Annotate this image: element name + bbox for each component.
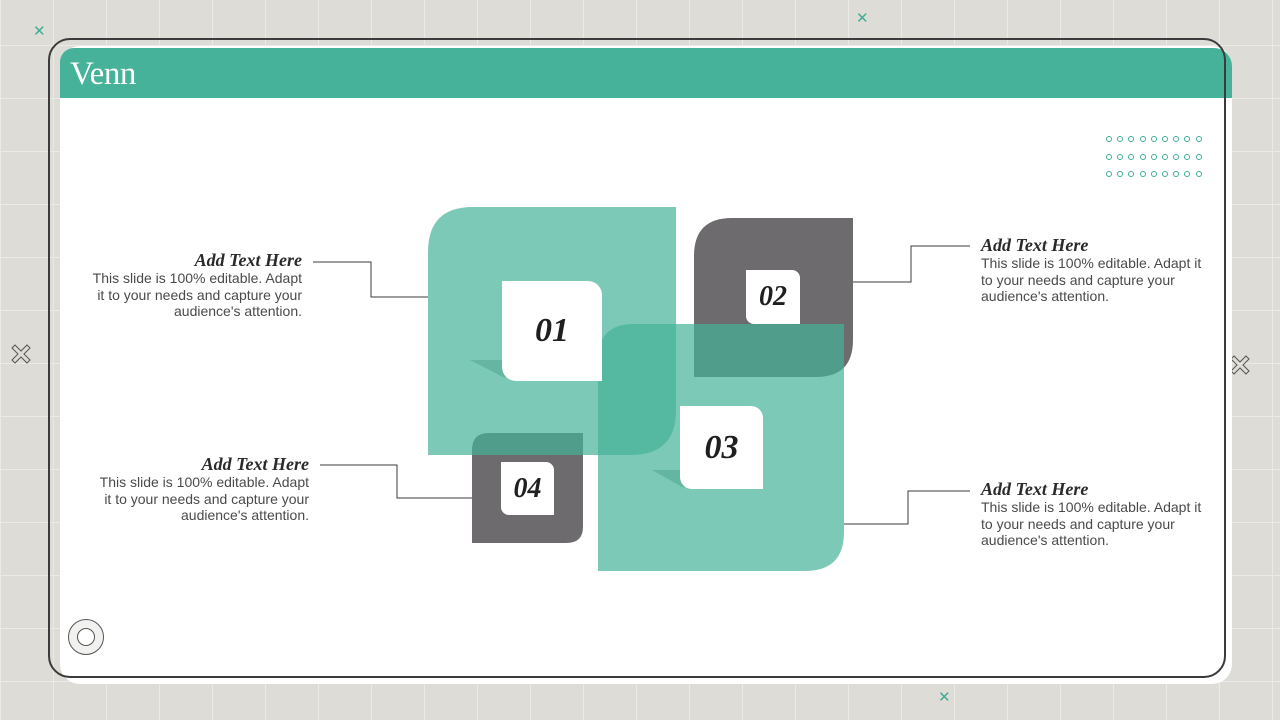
decor-dot [1117, 153, 1124, 160]
decor-dot [1173, 171, 1180, 177]
venn-number-04: 04 [501, 462, 554, 515]
text-heading-02: Add Text Here [981, 235, 1089, 255]
circle-button-inner [77, 628, 95, 646]
leader-line-02 [853, 245, 970, 283]
venn-number-02: 02 [746, 270, 800, 324]
title-bar: Venn [60, 48, 1232, 98]
text-block-03: Add Text Here This slide is 100% editabl… [981, 479, 1203, 549]
decor-dot [1161, 171, 1168, 177]
slide-frame [48, 38, 1226, 678]
decor-dot [1139, 153, 1146, 160]
text-heading-01: Add Text Here [194, 250, 302, 270]
cross-icon: ✕ [856, 9, 869, 27]
venn-number-01: 01 [502, 281, 602, 381]
decor-dot [1184, 153, 1191, 160]
dot-grid-decoration [1106, 136, 1210, 184]
decor-dot [1106, 171, 1112, 177]
decor-dot [1128, 171, 1135, 177]
shadow-03 [652, 470, 688, 488]
decor-dot [1150, 136, 1157, 142]
decor-dot [1117, 136, 1124, 142]
decor-dot [1195, 171, 1202, 177]
text-body-03: This slide is 100% editable. Adapt it to… [981, 499, 1202, 548]
shadow-01 [470, 360, 510, 378]
text-block-01: Add Text Here This slide is 100% editabl… [84, 250, 302, 320]
decor-dot [1161, 153, 1168, 160]
leader-line-03 [844, 490, 970, 525]
venn-number-03: 03 [680, 406, 763, 489]
decor-dot [1106, 136, 1112, 142]
decor-dot [1161, 136, 1168, 142]
x-outline-icon [11, 344, 31, 364]
text-body-04: This slide is 100% editable. Adapt it to… [99, 474, 309, 523]
cross-icon: ✕ [938, 688, 951, 706]
circle-button-icon[interactable] [68, 619, 104, 655]
cross-icon: ✕ [33, 22, 46, 40]
decor-dot [1128, 153, 1135, 160]
text-body-02: This slide is 100% editable. Adapt it to… [981, 255, 1202, 304]
decor-dot [1128, 136, 1135, 142]
decor-dot [1195, 153, 1202, 160]
text-block-04: Add Text Here This slide is 100% editabl… [91, 454, 309, 524]
leader-line-04 [320, 464, 472, 499]
decor-dot [1173, 136, 1180, 142]
decor-dot [1150, 153, 1157, 160]
text-block-02: Add Text Here This slide is 100% editabl… [981, 235, 1203, 305]
decor-dot [1106, 153, 1112, 160]
decor-dot [1139, 171, 1146, 177]
leader-line-01 [313, 261, 428, 298]
text-heading-03: Add Text Here [981, 479, 1089, 499]
decor-dot [1150, 171, 1157, 177]
decor-dot [1184, 171, 1191, 177]
decor-dot [1139, 136, 1146, 142]
page-title: Venn [70, 56, 136, 92]
text-heading-04: Add Text Here [201, 454, 309, 474]
decor-dot [1195, 136, 1202, 142]
decor-dot [1184, 136, 1191, 142]
text-body-01: This slide is 100% editable. Adapt it to… [92, 270, 302, 319]
decor-dot [1173, 153, 1180, 160]
decor-dot [1117, 171, 1124, 177]
